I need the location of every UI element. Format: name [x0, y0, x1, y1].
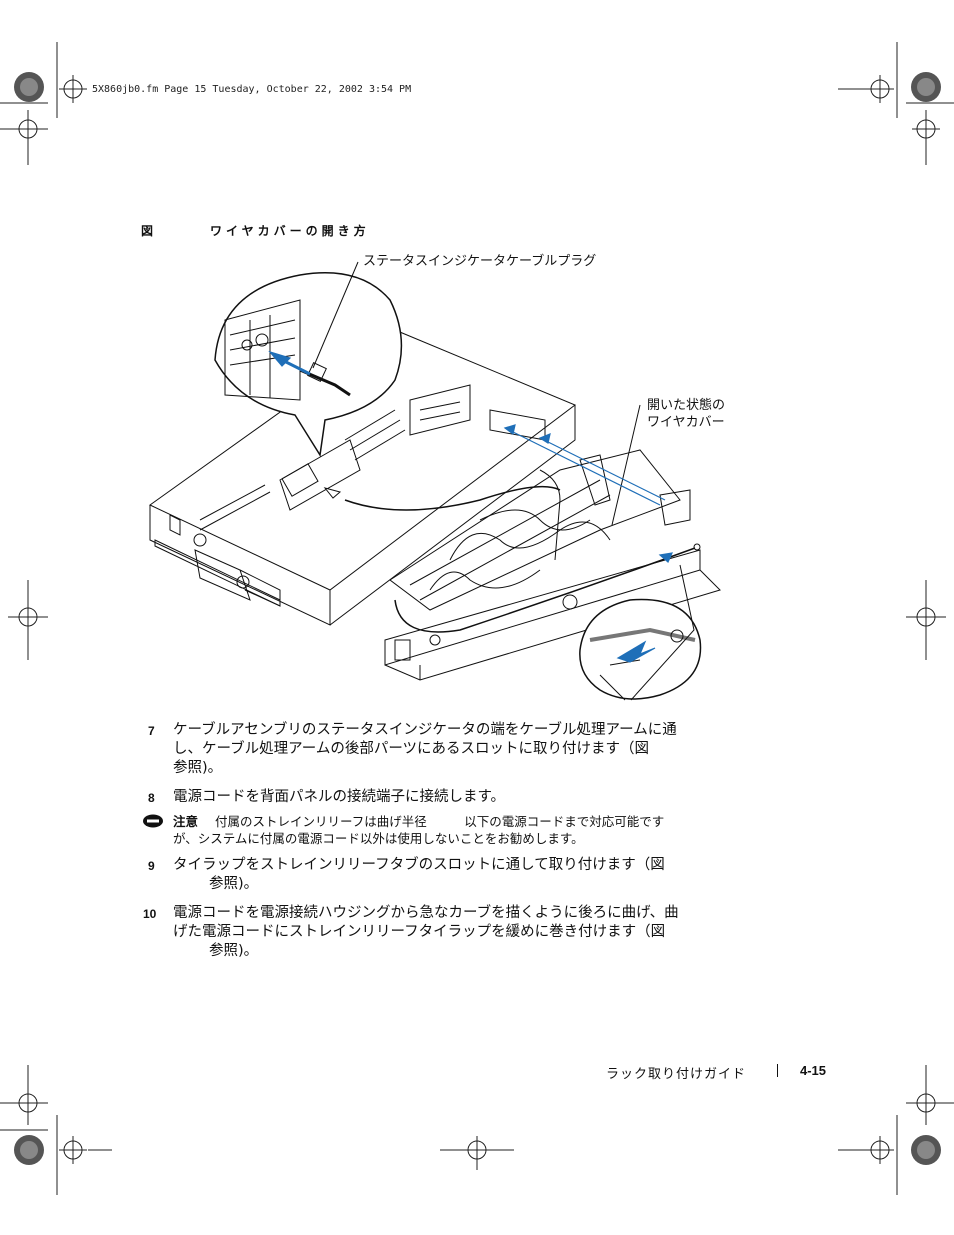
page-number: 4-15 — [800, 1063, 827, 1078]
step-text-line: 電源コードを背面パネルの接続端子に接続します。 — [173, 789, 506, 805]
step-text-line: ケーブルアセンブリのステータスインジケータの端をケーブル処理アームに通 — [173, 722, 677, 738]
step-text-line: し、ケーブル処理アームの後部パーツにあるスロットに取り付けます（図 — [173, 741, 650, 757]
status-plug-callout: ステータスインジケータケーブルプラグ — [363, 254, 597, 269]
step-number: 9 — [148, 859, 155, 873]
wire-cover-illustration — [149, 261, 721, 701]
step-7: 7 ケーブルアセンブリのステータスインジケータの端をケーブル処理アームに通 し、… — [148, 721, 738, 777]
figure-label: 図 — [141, 224, 155, 238]
file-stamp: 5X860jb0.fm Page 15 Tuesday, October 22,… — [92, 84, 412, 95]
step-8: 8 電源コードを背面パネルの接続端子に接続します。 — [148, 788, 738, 808]
step-text-line: げた電源コードにストレインリリーフタイラップを緩めに巻き付けます（図 — [173, 924, 666, 940]
caution-text-line2: が、システムに付属の電源コード以外は使用しないことをお勧めします。 — [173, 831, 584, 846]
step-number: 10 — [143, 907, 157, 921]
step-text-line: タイラップをストレインリリーフタブのスロットに通して取り付けます（図 — [173, 857, 665, 873]
step-number: 8 — [148, 791, 155, 805]
caution-icon — [143, 814, 163, 828]
footer-guide-title: ラック取り付けガイド — [606, 1067, 747, 1082]
step-text-line: 参照)。 — [209, 943, 259, 959]
step-number: 7 — [148, 724, 155, 738]
step-9: 9 タイラップをストレインリリーフタブのスロットに通して取り付けます（図 参照)… — [148, 856, 738, 894]
step-10: 10 電源コードを電源接続ハウジングから急なカーブを描くように後ろに曲げ、曲 げ… — [143, 904, 738, 961]
caution-label: 注意 — [173, 814, 199, 829]
step-text-line: 電源コードを電源接続ハウジングから急なカーブを描くように後ろに曲げ、曲 — [173, 905, 679, 921]
wire-cover-callout-line2: ワイヤカバー — [647, 415, 725, 430]
caution-note: 注意 付属のストレインリリーフは曲げ半径 以下の電源コードまで対応可能です が、… — [142, 813, 742, 849]
step-text-line: 参照)。 — [209, 876, 259, 892]
footer-separator — [777, 1064, 778, 1077]
figure-title: ワイヤカバーの開き方 — [210, 224, 370, 238]
wire-cover-callout-line1: 開いた状態の — [647, 398, 726, 413]
caution-text-line1: 付属のストレインリリーフは曲げ半径 以下の電源コードまで対応可能です — [215, 814, 665, 829]
step-text-line: 参照)。 — [173, 760, 223, 776]
